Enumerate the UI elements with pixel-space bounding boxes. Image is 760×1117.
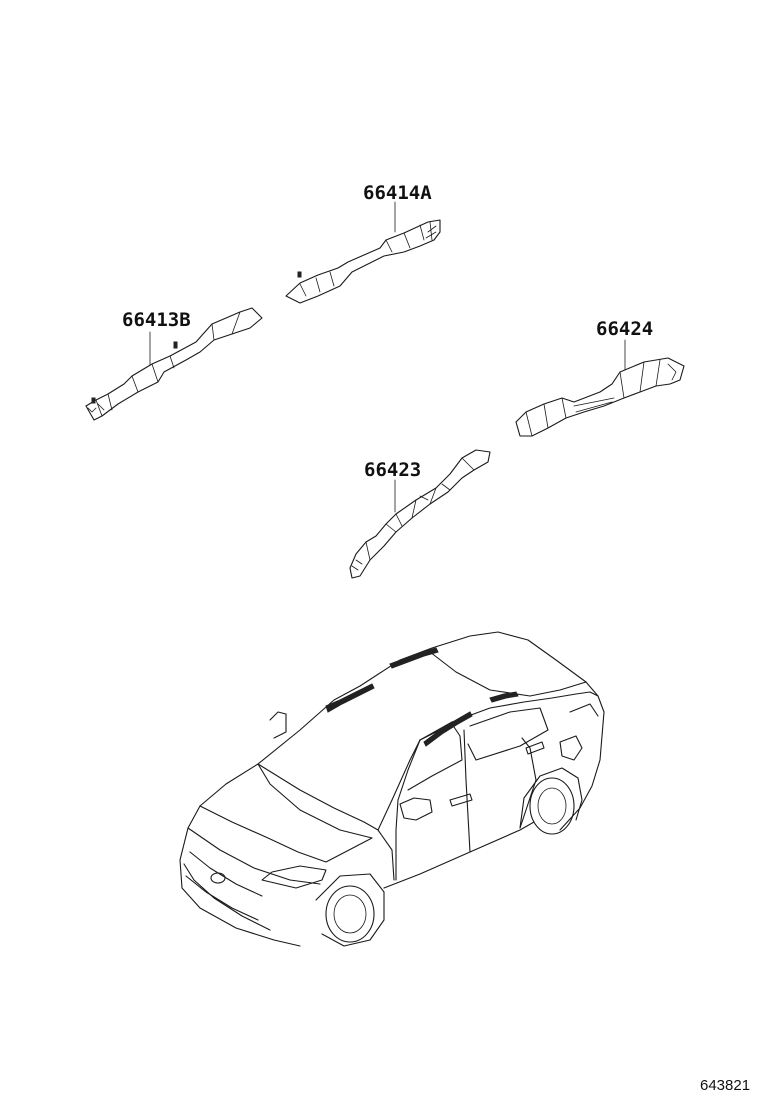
callout-66423[interactable]: 66423 xyxy=(364,459,422,481)
callout-66424[interactable]: 66424 xyxy=(596,318,654,340)
part-66423-drawing xyxy=(349,449,491,579)
part-66424-drawing xyxy=(515,339,685,437)
car-illustration xyxy=(179,631,605,947)
figure-number: 643821 xyxy=(700,1077,751,1094)
callout-66413B[interactable]: 66413B xyxy=(122,309,191,331)
part-66414A-drawing xyxy=(285,201,441,304)
callout-66414A[interactable]: 66414A xyxy=(363,182,432,204)
part-66413B-drawing xyxy=(85,307,263,421)
